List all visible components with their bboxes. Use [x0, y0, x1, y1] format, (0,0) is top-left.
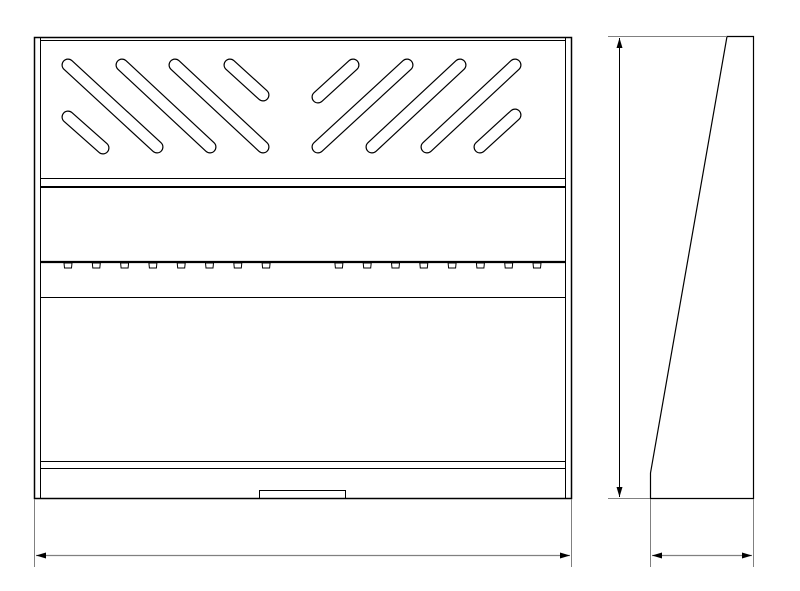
tab — [390, 262, 401, 269]
slot-interior — [312, 59, 359, 103]
side-profile — [649, 35, 755, 500]
tab — [261, 262, 271, 269]
tab — [362, 262, 372, 269]
tab — [233, 262, 243, 269]
slot-interior — [421, 59, 521, 153]
slot-interior — [62, 59, 163, 153]
ventilation-slots — [61, 58, 522, 155]
tab — [419, 262, 429, 269]
tab — [63, 262, 73, 269]
slot-interior — [366, 59, 466, 153]
slot-interior — [62, 111, 109, 154]
tab — [334, 262, 344, 269]
front-dimension — [34, 499, 572, 567]
tab-row — [63, 262, 542, 269]
slot-interior — [312, 59, 413, 153]
tab — [204, 262, 215, 269]
side-view — [649, 35, 755, 500]
tab — [504, 262, 514, 269]
tab — [91, 262, 101, 269]
tab — [475, 262, 485, 269]
side-dimensions — [608, 36, 754, 567]
handle — [259, 490, 346, 499]
slot-interior — [169, 59, 269, 153]
slot-interior — [474, 109, 521, 153]
tab — [148, 262, 158, 269]
front-view — [33, 36, 573, 500]
tab — [447, 262, 457, 269]
slot-interior — [224, 59, 269, 101]
tab — [176, 262, 186, 269]
tab — [532, 262, 542, 269]
slot-interior — [116, 59, 216, 153]
tab — [120, 262, 130, 269]
